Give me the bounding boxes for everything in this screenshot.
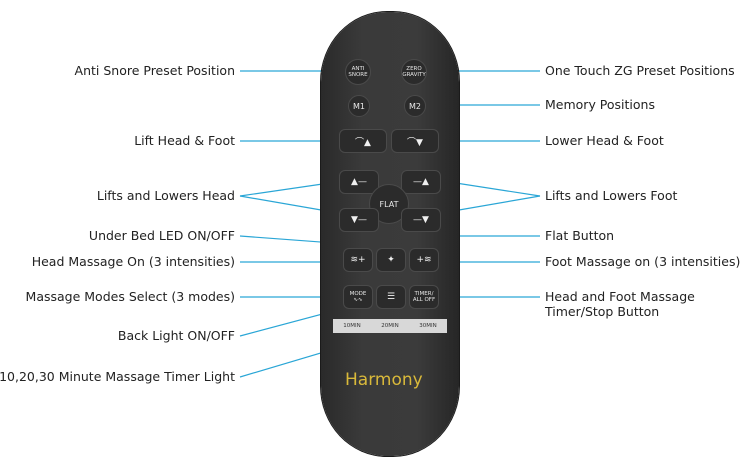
foot-up-button[interactable]: —▲ — [401, 170, 441, 194]
label-timer-light: 10,20,30 Minute Massage Timer Light — [0, 369, 235, 384]
label-foot-massage: Foot Massage on (3 intensities) — [545, 254, 741, 269]
zero-gravity-line2: GRAVITY — [402, 72, 426, 78]
anti-snore-line2: SNORE — [348, 72, 368, 78]
timer-10-light: 10MIN — [343, 323, 361, 329]
brand-logo: Harmony — [345, 370, 423, 390]
led-light-icon: ✦ — [387, 255, 395, 265]
label-lifts-lowers-foot: Lifts and Lowers Foot — [545, 188, 678, 203]
back-light-button[interactable]: ☰ — [376, 285, 406, 309]
label-zero-gravity: One Touch ZG Preset Positions — [545, 63, 735, 78]
timer-line2: ALL OFF — [412, 297, 436, 303]
timer-line1: TIMER/ — [414, 291, 434, 297]
foot-down-button[interactable]: —▼ — [401, 208, 441, 232]
foot-down-icon: —▼ — [413, 215, 429, 225]
timer-light-strip: 10MIN 20MIN 30MIN — [333, 319, 447, 333]
head-down-button[interactable]: ▼— — [339, 208, 379, 232]
lift-head-foot-button[interactable]: ⌒▲ — [339, 129, 387, 153]
m2-button[interactable]: M2 — [404, 95, 426, 117]
anti-snore-button[interactable]: ANTI SNORE — [345, 59, 371, 85]
label-lower-head-foot: Lower Head & Foot — [545, 133, 664, 148]
label-lifts-lowers-head: Lifts and Lowers Head — [96, 188, 235, 203]
remote-control: ANTI SNORE ZERO GRAVITY M1 M2 ⌒▲ ⌒▼ ▲— —… — [321, 12, 459, 456]
head-up-button[interactable]: ▲— — [339, 170, 379, 194]
label-under-bed-led: Under Bed LED ON/OFF — [88, 228, 235, 243]
lower-head-foot-button[interactable]: ⌒▼ — [391, 129, 439, 153]
bed-lift-icon: ⌒▲ — [355, 137, 371, 148]
label-head-massage: Head Massage On (3 intensities) — [31, 254, 235, 269]
anti-snore-line1: ANTI — [351, 66, 365, 72]
label-timer-stop: Head and Foot Massage Timer/Stop Button — [545, 289, 695, 319]
head-massage-icon: ≋+ — [350, 255, 366, 265]
timer-20-light: 20MIN — [381, 323, 399, 329]
backlight-icon: ☰ — [386, 292, 396, 302]
foot-up-icon: —▲ — [413, 177, 429, 187]
foot-massage-icon: +≋ — [416, 255, 432, 265]
under-bed-led-button[interactable]: ✦ — [376, 248, 406, 272]
label-flat: Flat Button — [545, 228, 615, 243]
bed-lower-icon: ⌒▼ — [407, 137, 423, 148]
label-lift-head-foot: Lift Head & Foot — [134, 133, 235, 148]
wave-icon: ∿∿ — [353, 297, 363, 303]
label-back-light: Back Light ON/OFF — [117, 328, 235, 343]
head-massage-button[interactable]: ≋+ — [343, 248, 373, 272]
mode-label: MODE — [349, 291, 367, 297]
timer-all-off-button[interactable]: TIMER/ ALL OFF — [409, 285, 439, 309]
massage-mode-button[interactable]: MODE ∿∿ — [343, 285, 373, 309]
timer-30-light: 30MIN — [419, 323, 437, 329]
zero-gravity-button[interactable]: ZERO GRAVITY — [401, 59, 427, 85]
label-anti-snore: Anti Snore Preset Position — [74, 63, 235, 78]
label-massage-modes: Massage Modes Select (3 modes) — [25, 289, 235, 304]
head-down-icon: ▼— — [351, 215, 367, 225]
m1-button[interactable]: M1 — [348, 95, 370, 117]
zero-gravity-line1: ZERO — [406, 66, 422, 72]
label-memory: Memory Positions — [545, 97, 655, 112]
foot-massage-button[interactable]: +≋ — [409, 248, 439, 272]
head-up-icon: ▲— — [351, 177, 367, 187]
